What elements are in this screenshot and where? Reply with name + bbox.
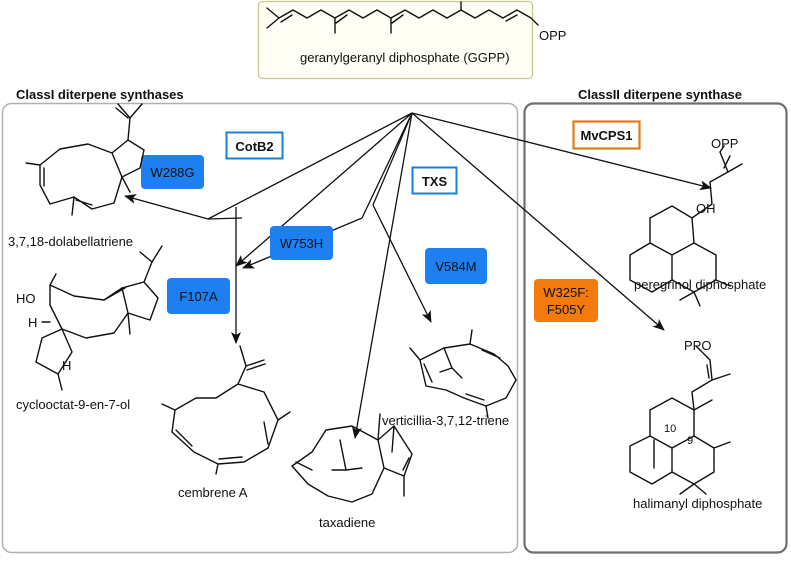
- mutation-label-f505y: F505Y: [547, 302, 586, 317]
- mutation-label-f107a: F107A: [179, 289, 218, 304]
- mutation-badge-w288g: [141, 155, 204, 189]
- product-label-verticillia: verticillia-3,7,12-triene: [382, 413, 509, 428]
- class-i-panel: [1, 102, 519, 554]
- enzyme-box-cotb2: [225, 131, 284, 160]
- class-ii-title: ClassII diterpene synthase: [578, 87, 742, 102]
- enzyme-box-mvcps1: [572, 120, 641, 150]
- ggpp-opp-label: OPP: [539, 28, 566, 43]
- atom-label-ppo: PPO: [684, 338, 711, 353]
- product-label-cyclooctat: cyclooctat-9-en-7-ol: [16, 397, 130, 412]
- verticillia-structure: [409, 329, 517, 419]
- enzyme-box-txs: [411, 166, 458, 195]
- mutation-label-w288g: W288G: [150, 165, 194, 180]
- product-label-peregrinol: peregrinol diphosphate: [634, 277, 766, 292]
- ggpp-box: [257, 0, 534, 80]
- halimanyl-structure: [629, 345, 731, 495]
- taxadiene-structure: [291, 413, 413, 503]
- mutation-badge-f107a: [167, 278, 230, 314]
- class-ii-panel: [523, 102, 788, 554]
- atom-label-c10: 10: [664, 423, 676, 435]
- mutation-label-v584m: V584M: [435, 259, 476, 274]
- atom-label-oh: OH: [696, 201, 716, 216]
- reaction-arrows: [124, 112, 712, 439]
- mutation-label-w325f: W325F:: [543, 285, 589, 300]
- enzyme-label-mvcps1: MvCPS1: [580, 128, 632, 143]
- cyclooctat-structure: [35, 245, 163, 391]
- class-i-title: ClassI diterpene synthases: [16, 87, 184, 102]
- atom-label-ho: HO: [16, 291, 36, 306]
- mutation-badge-v584m: [425, 248, 487, 284]
- mutation-label-w753h: W753H: [280, 236, 323, 251]
- atom-label-c9: 9: [687, 435, 693, 447]
- enzyme-label-txs: TXS: [422, 174, 448, 189]
- atom-label-h2: H: [62, 358, 71, 373]
- product-label-halimanyl: halimanyl diphosphate: [633, 496, 762, 511]
- dolabellatriene-structure: [25, 103, 145, 216]
- cembrene-structure: [161, 345, 291, 475]
- product-label-dolabellatriene: 3,7,18-dolabellatriene: [8, 234, 133, 249]
- enzyme-label-cotb2: CotB2: [235, 139, 273, 154]
- mutation-badge-w753h: [270, 226, 333, 260]
- ggpp-structure: [266, 1, 539, 34]
- product-label-cembrene: cembrene A: [178, 485, 248, 500]
- atom-label-opp: OPP: [711, 136, 738, 151]
- product-label-taxadiene: taxadiene: [319, 515, 375, 530]
- peregrinol-structure: [629, 145, 743, 307]
- ggpp-caption: geranylgeranyl diphosphate (GGPP): [300, 50, 510, 65]
- atom-label-h1: H: [28, 315, 37, 330]
- mutation-badge-w325f-f505y: [534, 279, 598, 322]
